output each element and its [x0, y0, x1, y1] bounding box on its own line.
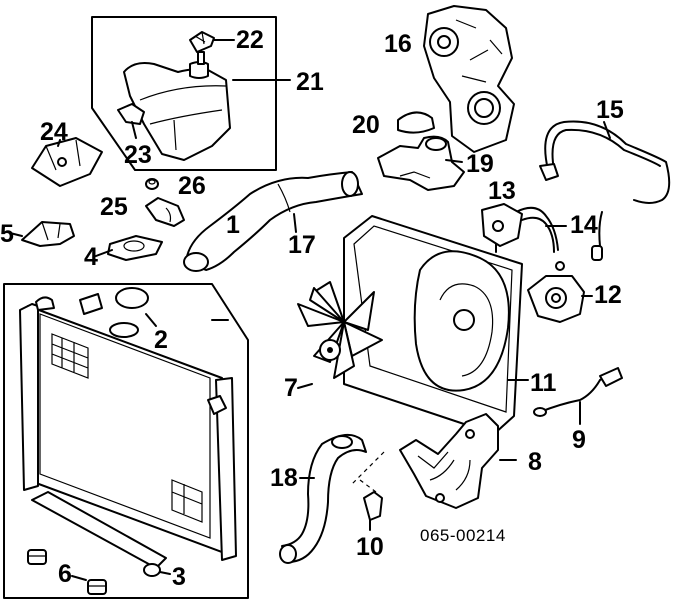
reservoir-bracket [117, 103, 145, 139]
callout-25: 25 [100, 193, 128, 221]
radiator [19, 293, 237, 561]
callout-10: 10 [356, 533, 384, 561]
reservoir-group-box [91, 16, 277, 171]
callout-21: 21 [296, 68, 324, 96]
callout-18: 18 [270, 464, 298, 492]
callout-4: 4 [84, 243, 98, 271]
callout-15: 15 [596, 96, 624, 124]
diagram-reference-code: 065-00214 [420, 526, 506, 545]
callout-13: 13 [488, 177, 516, 205]
bypass-pipe [539, 120, 671, 261]
callout-8: 8 [528, 448, 542, 476]
callout-1: 1 [226, 211, 240, 239]
heater-hose-14 [515, 206, 567, 253]
fan-shroud [343, 215, 529, 435]
thermostat-cover [397, 111, 435, 134]
sensor-valve-13 [481, 203, 523, 253]
clamp-bracket-5 [9, 221, 75, 247]
callout-9: 9 [572, 426, 586, 454]
lower-radiator-hose [279, 433, 367, 564]
upper-radiator-hose [183, 171, 363, 272]
callout-labels: 1 2 3 4 5 6 7 8 9 10 11 12 13 14 15 16 1… [0, 26, 624, 591]
callout-20: 20 [352, 111, 380, 139]
cooling-fan [297, 281, 383, 389]
callout-6: 6 [58, 560, 72, 588]
callout-17: 17 [288, 231, 316, 259]
hose-clamp-25 [145, 197, 185, 227]
hose-clip-10 [363, 491, 383, 531]
callout-26: 26 [178, 172, 206, 200]
rubber-mounts [27, 549, 107, 595]
coolant-reservoir-tank [123, 51, 291, 161]
callout-23: 23 [124, 141, 152, 169]
water-pump-assembly [423, 5, 515, 153]
fan-bracket [399, 413, 517, 509]
callout-16: 16 [384, 30, 412, 58]
callout-22: 22 [236, 26, 264, 54]
sensor-wire [533, 367, 623, 425]
callout-3: 3 [172, 563, 186, 591]
radiator-group-box [3, 283, 249, 599]
radiator-cap [109, 287, 157, 338]
callout-19: 19 [466, 150, 494, 178]
callout-7: 7 [284, 374, 298, 402]
callout-14: 14 [570, 211, 598, 239]
callout-5: 5 [0, 220, 14, 248]
callout-2: 2 [154, 326, 168, 354]
water-outlet [377, 135, 465, 191]
mounting-bracket-24 [31, 137, 103, 187]
callout-12: 12 [594, 281, 622, 309]
grommet-26 [145, 178, 159, 190]
radiator-drain-tank [31, 491, 171, 577]
valve-housing-12 [527, 261, 593, 323]
callout-11: 11 [530, 369, 557, 397]
gasket [95, 235, 163, 261]
callout-24: 24 [40, 118, 68, 146]
reservoir-cap [189, 31, 235, 53]
alignment-dashes [351, 451, 385, 493]
